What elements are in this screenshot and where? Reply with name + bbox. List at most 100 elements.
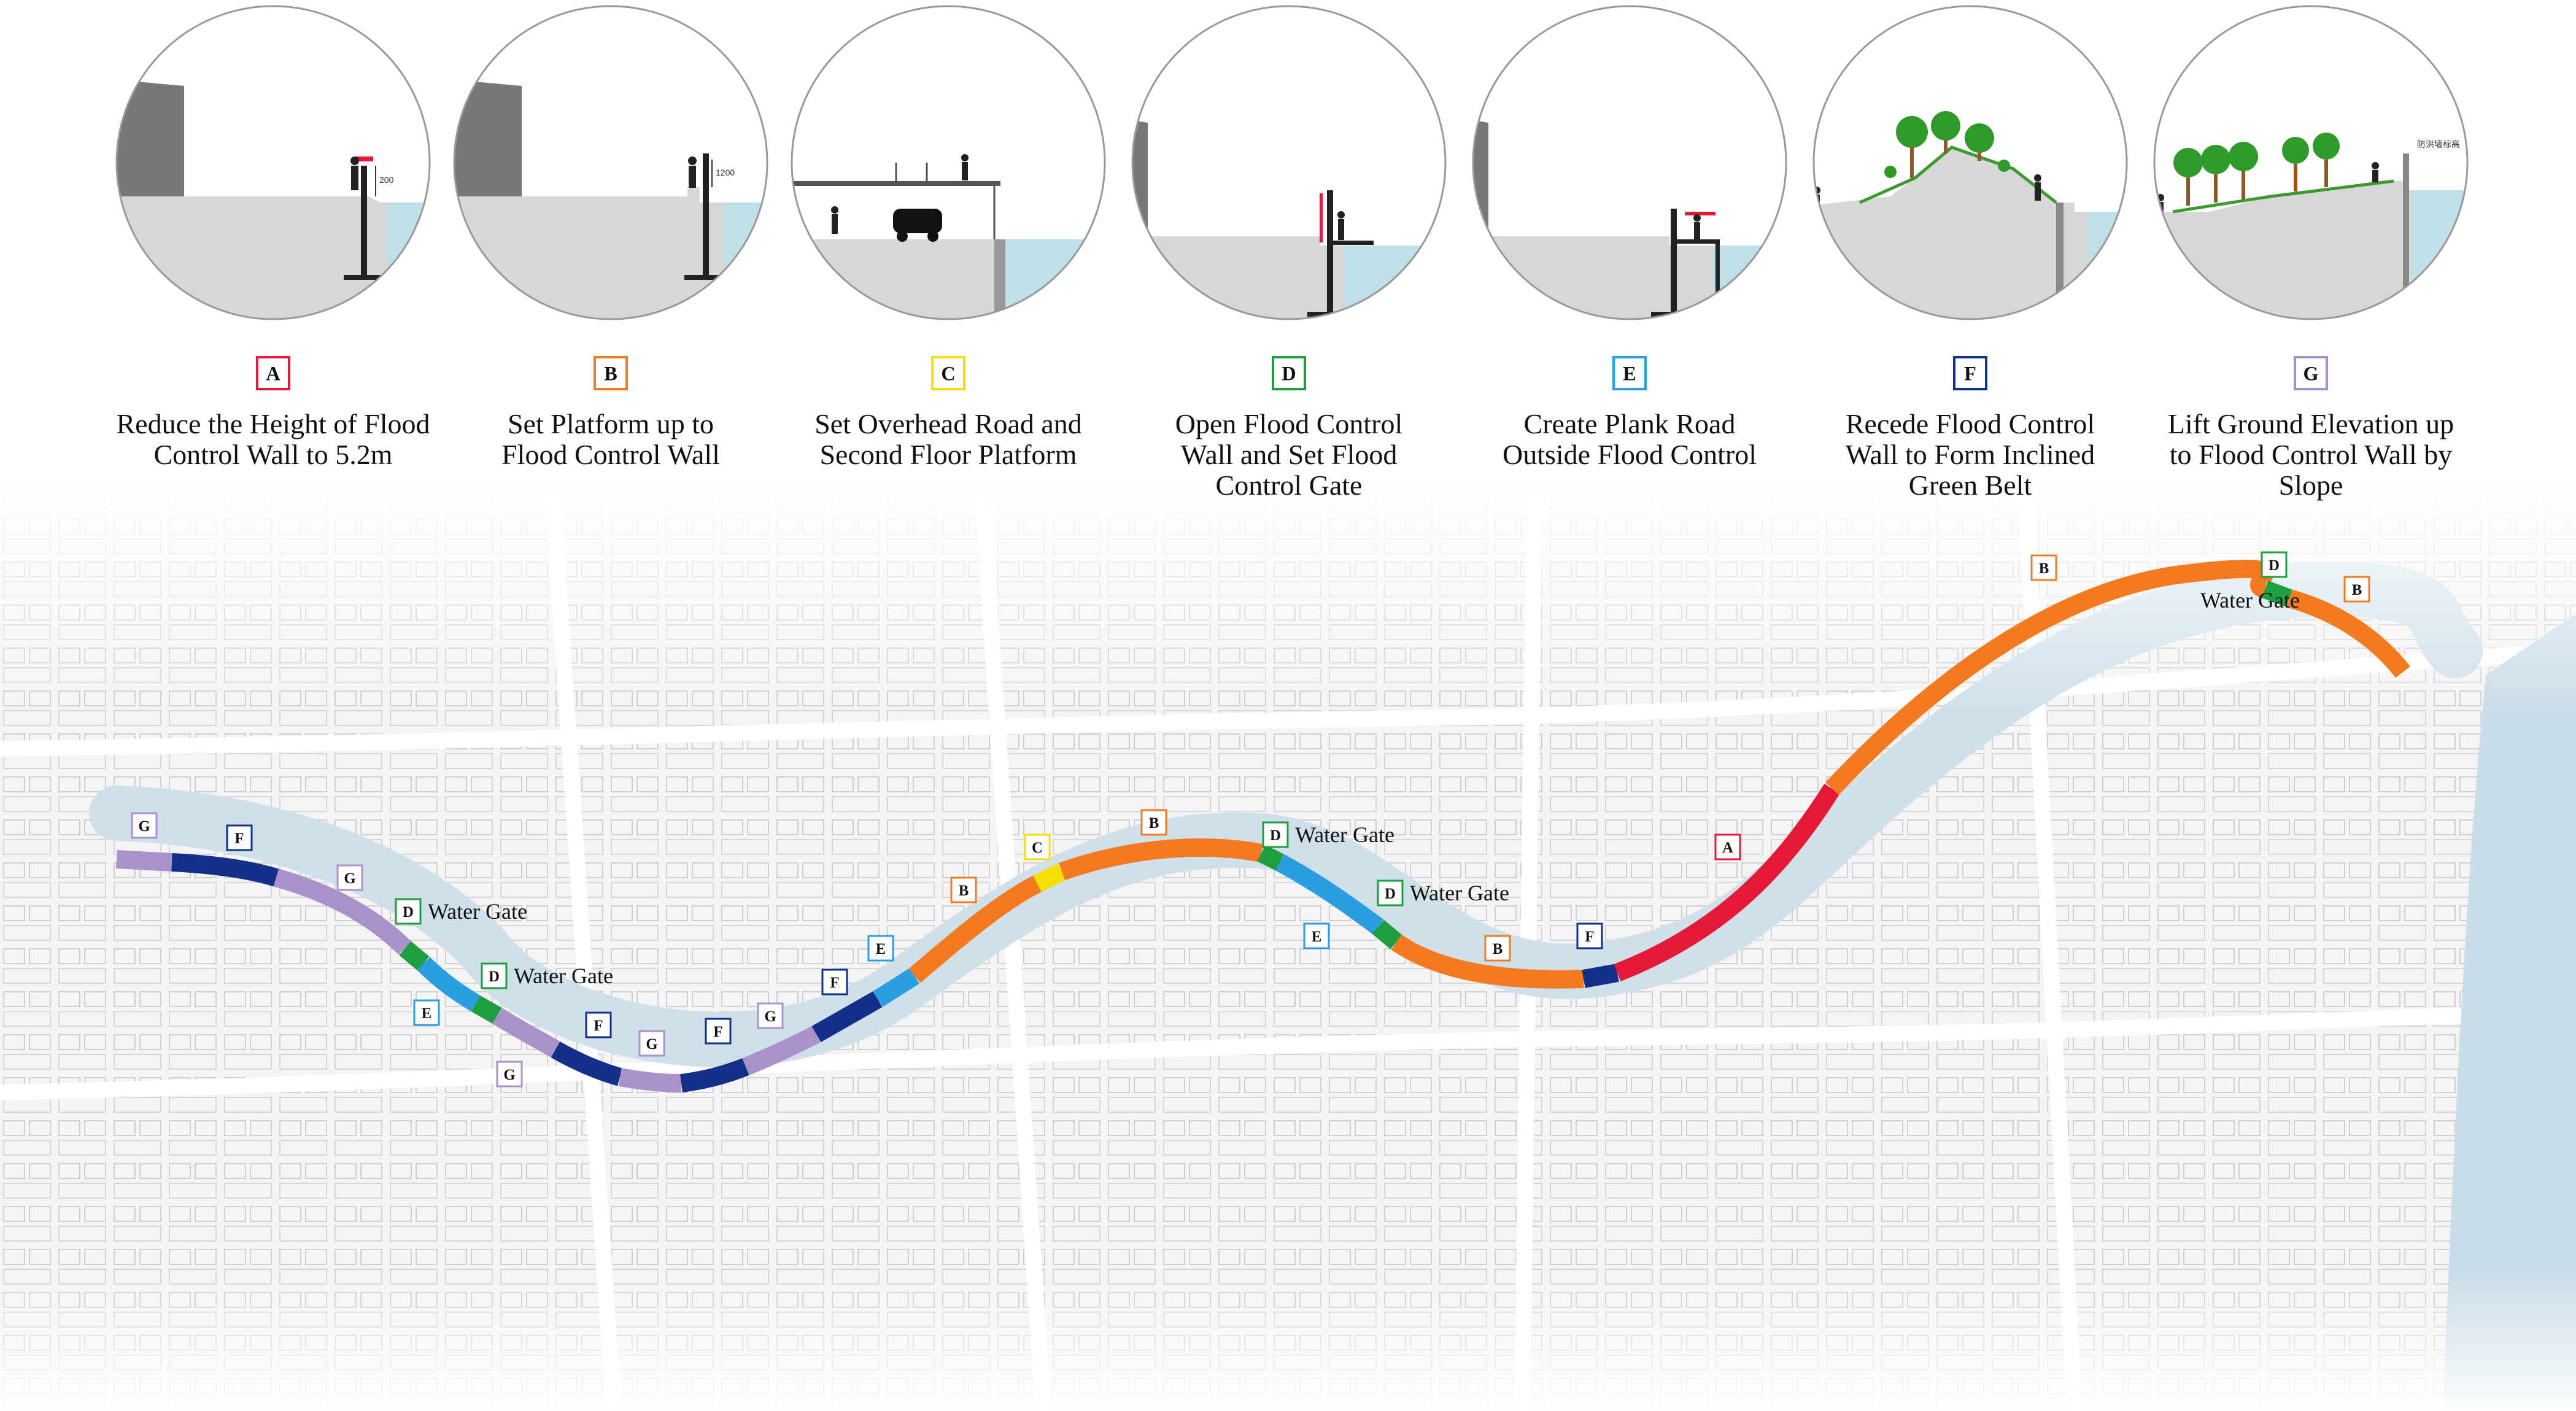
- route-segment-d: [471, 995, 502, 1024]
- svg-text:G: G: [503, 1067, 515, 1083]
- map-badge-d: D: [1377, 879, 1404, 907]
- section-caption-line: Green Belt: [1909, 470, 2032, 501]
- map-badge-f: F: [821, 968, 848, 995]
- route-segment-f: [811, 991, 883, 1043]
- svg-text:E: E: [1312, 929, 1322, 945]
- route-segment-e: [1275, 854, 1383, 935]
- section-lowered-wall-icon: 200: [117, 6, 430, 319]
- section-caption-line: Control Wall to 5.2m: [153, 439, 392, 470]
- svg-text:E: E: [876, 941, 886, 957]
- section-badge-c: C: [931, 356, 965, 390]
- section-badge-g: G: [2294, 356, 2328, 390]
- svg-text:D: D: [2269, 557, 2280, 574]
- map-badge-f: F: [585, 1011, 612, 1038]
- section-caption-line: Outside Flood Control: [1503, 439, 1757, 470]
- svg-text:F: F: [713, 1024, 722, 1040]
- section-caption-line: Second Floor Platform: [819, 439, 1077, 470]
- route-segment-f: [551, 1041, 623, 1086]
- svg-text:F: F: [1585, 929, 1594, 945]
- section-caption-line: Set Platform up to: [508, 408, 714, 439]
- section-height-mark: 1200: [716, 168, 735, 177]
- section-slope-elevation-icon: 防洪墙标高: [2154, 6, 2467, 319]
- map-badge-d: D: [481, 962, 508, 989]
- svg-text:E: E: [422, 1005, 432, 1022]
- svg-text:G: G: [2303, 362, 2318, 384]
- svg-text:A: A: [1722, 840, 1733, 856]
- section-caption-line: Slope: [2279, 470, 2343, 501]
- svg-text:B: B: [2352, 582, 2362, 598]
- svg-text:A: A: [266, 362, 280, 384]
- section-caption-line: Set Overhead Road and: [814, 408, 1082, 439]
- water-gate-label: Water Gate: [1410, 881, 1509, 905]
- map-badge-f: F: [705, 1018, 732, 1045]
- map-badge-e: E: [1303, 922, 1330, 949]
- route-segment-f: [680, 1058, 749, 1092]
- map-badge-b: B: [2030, 554, 2057, 581]
- route-segment-b: [2286, 589, 2410, 678]
- section-inclined-green-belt-icon: [1814, 6, 2127, 319]
- route-segment-g: [742, 1026, 821, 1075]
- route-segment-g: [116, 850, 172, 872]
- map-badge-a: A: [1714, 833, 1741, 860]
- map-badge-g: G: [638, 1030, 665, 1057]
- map-badge-g: G: [131, 812, 158, 839]
- route-segment-f: [1582, 964, 1619, 988]
- section-height-mark: 200: [379, 175, 394, 185]
- svg-text:E: E: [1623, 362, 1636, 384]
- svg-text:G: G: [138, 818, 150, 835]
- section-badge-a: A: [256, 356, 290, 390]
- svg-text:B: B: [1493, 941, 1503, 957]
- section-badge-e: E: [1612, 356, 1647, 390]
- section-caption-line: Lift Ground Elevation up: [2168, 408, 2454, 439]
- section-caption-line: Wall and Set Flood: [1181, 439, 1398, 470]
- section-badge-f: F: [1953, 356, 1987, 390]
- flood-control-route: [116, 559, 2410, 1092]
- map-badge-b: B: [1140, 809, 1167, 836]
- svg-text:D: D: [489, 968, 500, 985]
- section-overhead-road-icon: [792, 6, 1105, 319]
- svg-text:F: F: [830, 975, 839, 991]
- route-segment-b: [1059, 838, 1263, 881]
- route-segment-g: [618, 1068, 682, 1092]
- water-gate-label: Water Gate: [1295, 822, 1394, 847]
- section-elevation-mark: 防洪墙标高: [2417, 139, 2460, 149]
- route-segment-f: [171, 853, 279, 887]
- svg-text:D: D: [1270, 827, 1281, 844]
- section-caption-line: Create Plank Road: [1524, 408, 1736, 439]
- svg-text:D: D: [1385, 886, 1396, 902]
- route-segment-b: [908, 875, 1042, 983]
- map-badge-c: C: [1024, 833, 1051, 860]
- map-badge-g: G: [496, 1061, 523, 1088]
- water-gate-label: Water Gate: [2200, 588, 2300, 613]
- svg-text:D: D: [1282, 362, 1296, 384]
- section-caption-line: Reduce the Height of Flood: [116, 408, 430, 439]
- route-segment-d: [1372, 919, 1402, 949]
- water-gate-label: Water Gate: [428, 899, 527, 924]
- svg-text:C: C: [1032, 840, 1043, 856]
- section-plank-road-icon: [1473, 6, 1786, 319]
- map-badge-e: E: [867, 935, 894, 962]
- route-segment-b: [1391, 934, 1584, 989]
- svg-text:D: D: [403, 904, 414, 921]
- map-badge-g: G: [336, 864, 363, 891]
- svg-text:F: F: [594, 1018, 603, 1034]
- svg-text:B: B: [604, 362, 617, 384]
- route-segment-e: [417, 957, 481, 1011]
- map-badge-b: B: [950, 876, 977, 903]
- section-flood-gate-icon: [1132, 6, 1445, 319]
- map-badge-b: B: [2343, 576, 2370, 603]
- svg-text:G: G: [764, 1008, 776, 1025]
- section-diagrams: 200 1200: [115, 5, 2469, 320]
- svg-text:F: F: [234, 830, 244, 847]
- route-segment-g: [492, 1008, 560, 1057]
- svg-text:G: G: [646, 1036, 657, 1053]
